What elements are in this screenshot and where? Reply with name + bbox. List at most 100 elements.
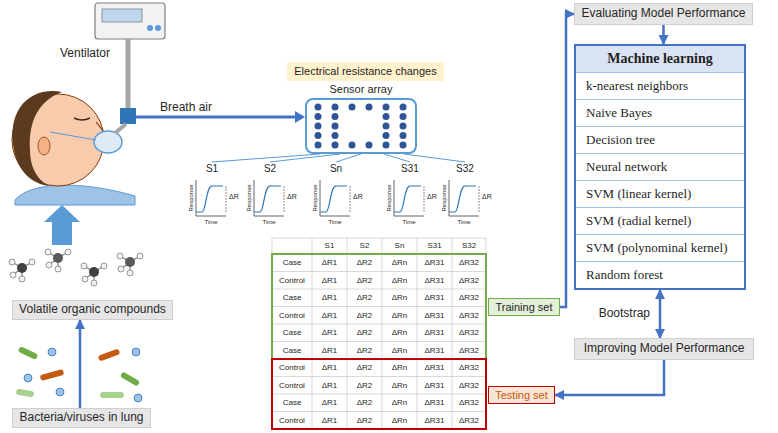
response-plot	[449, 180, 450, 216]
patient-figure	[38, 137, 50, 155]
method-panel: Machine learningk-nearest neighborsNaive…	[574, 44, 746, 290]
table-cell: ΔR1	[312, 412, 347, 430]
sensor-dots	[400, 132, 407, 139]
axis-label: ΔR	[482, 193, 492, 200]
sensor-dots	[383, 113, 390, 120]
sensor-label: S1	[206, 164, 218, 174]
method-item: SVM (linear kernel)	[576, 180, 744, 207]
bacteria-icon	[16, 388, 35, 397]
sensor-board	[305, 98, 417, 154]
table-cell: ΔR2	[347, 394, 382, 412]
sensor-dots	[315, 123, 322, 130]
axis-label: Time	[457, 219, 470, 225]
table-cell: ΔR2	[347, 254, 382, 272]
table-cell: Case	[272, 342, 312, 360]
method-item: k-nearest neighbors	[576, 72, 744, 99]
molecule-icon	[82, 276, 88, 282]
ventilator-device	[126, 39, 131, 110]
table-cell: ΔRn	[382, 359, 417, 377]
response-plot	[196, 180, 197, 216]
edge-label: Bootstrap	[597, 306, 652, 321]
bacteria-icon	[48, 348, 56, 356]
process-box: Improving Model Performance	[574, 338, 754, 360]
table-grid	[272, 289, 486, 290]
sensor-label: S32	[456, 164, 474, 174]
table-cell: ΔR1	[312, 394, 347, 412]
sensor-line	[270, 154, 340, 162]
table-cell: ΔRn	[382, 324, 417, 342]
response-plot	[479, 186, 480, 212]
sensor-dots	[307, 100, 415, 152]
molecule-icon	[118, 266, 124, 272]
patient-figure	[12, 91, 62, 186]
axis-label: ΔR	[287, 193, 297, 200]
sensor-line	[404, 154, 465, 162]
sensor-dots	[332, 142, 339, 149]
sensor-dots	[332, 132, 339, 139]
molecule-icon	[19, 276, 25, 282]
table-grid	[272, 238, 486, 429]
table-cell: ΔR2	[347, 324, 382, 342]
table-cell: ΔR2	[347, 412, 382, 430]
molecule-icon	[65, 249, 71, 255]
sensor-dots	[332, 104, 339, 111]
table-cell: ΔR32	[452, 254, 486, 272]
table-cell: ΔR32	[452, 412, 486, 430]
sensor-dots	[383, 142, 390, 149]
table-cell: ΔRn	[382, 307, 417, 325]
response-plot	[254, 180, 255, 216]
device-label: Ventilator	[60, 47, 110, 59]
node-label: Electrical resistance changes	[294, 65, 436, 77]
response-plot	[320, 186, 347, 212]
table-cell: ΔR31	[417, 324, 452, 342]
molecule-icon	[29, 259, 35, 265]
table-cell: ΔRn	[382, 394, 417, 412]
patient-figure	[50, 132, 96, 140]
ventilator-device	[102, 9, 142, 22]
bacteria-icon	[18, 346, 39, 360]
molecule-icon	[55, 266, 61, 272]
flow-label: Breath air	[160, 101, 212, 113]
table-grid	[272, 394, 486, 395]
table-cell: Case	[272, 394, 312, 412]
sensor-line	[384, 154, 410, 162]
patient-figure	[94, 131, 122, 153]
ventilator-device	[155, 25, 161, 31]
molecule-icon	[81, 263, 87, 269]
table-cell: ΔR1	[312, 307, 347, 325]
annotation-box: Electrical resistance changes	[287, 62, 444, 81]
table-grid	[272, 341, 486, 342]
table-cell: ΔR2	[347, 307, 382, 325]
table-cell: ΔR31	[417, 272, 452, 290]
table-cell: ΔR32	[452, 377, 486, 395]
table-cell: ΔR2	[347, 342, 382, 360]
patient-figure	[15, 185, 135, 205]
process-box: Evaluating Model Performance	[574, 3, 753, 25]
table-grid	[312, 238, 313, 429]
table-grid	[417, 238, 418, 429]
method-item: Random forest	[576, 261, 744, 288]
node-label: Improving Model Performance	[584, 342, 745, 355]
table-grid	[272, 238, 486, 429]
axis-label: Response	[246, 184, 252, 211]
response-plot	[320, 216, 350, 217]
table-grid	[272, 359, 486, 429]
response-plot	[424, 186, 425, 212]
molecule-icon	[91, 280, 97, 286]
bacteria-icon	[56, 388, 64, 396]
table-cell: ΔR1	[312, 377, 347, 395]
table-cell: Case	[272, 324, 312, 342]
ventilator-device	[147, 25, 153, 31]
axis-label: ΔR	[229, 193, 239, 200]
table-grid	[272, 376, 486, 377]
process-box: Bacteria/viruses in lung	[12, 408, 151, 428]
table-cell: S31	[417, 238, 452, 254]
molecule-icon	[89, 267, 99, 277]
axis-label: Response	[188, 184, 194, 211]
molecule-icon	[9, 259, 15, 265]
table-cell: ΔR31	[417, 307, 452, 325]
molecule-icon	[10, 272, 16, 278]
table-cell: ΔR1	[312, 272, 347, 290]
table-cell: ΔR2	[347, 377, 382, 395]
node-label: Sensor array	[305, 82, 417, 98]
